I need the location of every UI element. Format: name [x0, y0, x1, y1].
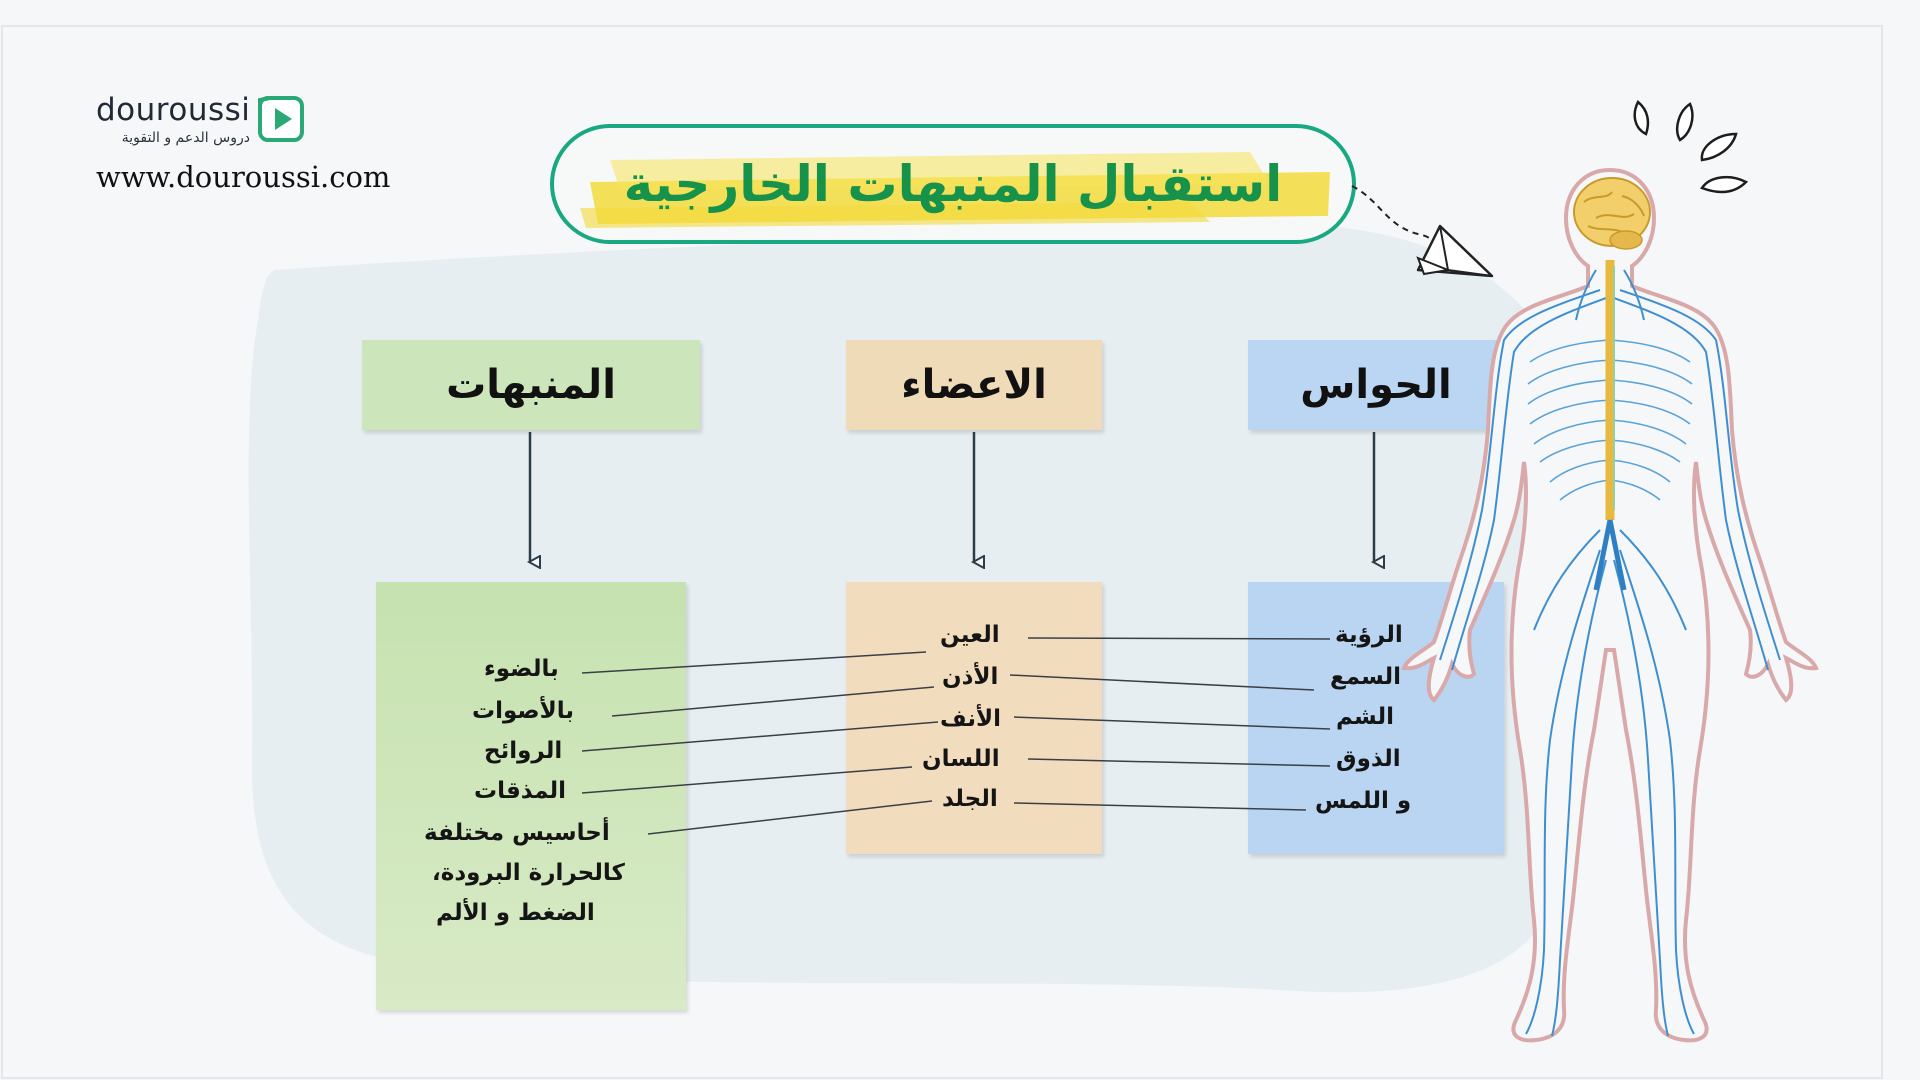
line-eye-light — [581, 651, 927, 674]
organ-item: الأنف — [940, 706, 1002, 732]
nervous-system-illustration — [1401, 100, 1819, 1043]
limb-nerves — [1439, 269, 1781, 1037]
title-highlight — [580, 152, 1330, 228]
line-ear-sounds — [611, 686, 935, 717]
stimuli-heading: المنبهات — [446, 362, 616, 408]
brand-tagline: دروس الدعم و التقوية — [121, 130, 250, 146]
organs-header-box: الاعضاء — [846, 340, 1102, 430]
line-eye-sight — [1027, 637, 1331, 640]
header-arrows — [530, 432, 1374, 562]
line-ear-hearing — [1009, 674, 1315, 691]
sense-item: السمع — [1330, 664, 1402, 690]
match-lines — [581, 637, 1331, 835]
organ-item: العين — [940, 622, 1000, 648]
sense-item: و اللمس — [1315, 788, 1412, 814]
sound-marks-icon — [1633, 100, 1749, 194]
brand-name: douroussi — [96, 92, 251, 128]
senses-header-box: الحواس — [1248, 340, 1504, 430]
brain-icon — [1573, 177, 1651, 250]
line-nose-odors — [581, 721, 939, 752]
line-skin-sensations — [647, 800, 933, 835]
title-pill: استقبال المنبهات الخارجية — [550, 124, 1356, 244]
line-tongue-tastes — [581, 766, 913, 794]
organ-item: الجلد — [942, 786, 998, 812]
brand-logo[interactable]: douroussi دروس الدعم و التقوية — [96, 92, 326, 152]
line-tongue-taste — [1027, 758, 1331, 767]
play-icon — [258, 96, 304, 142]
page-title: استقبال المنبهات الخارجية — [623, 155, 1283, 213]
stimuli-content-box — [376, 582, 686, 1010]
line-skin-touch — [1013, 802, 1307, 811]
sense-item: الذوق — [1336, 746, 1401, 772]
spinal-nerve-roots — [1593, 519, 1627, 591]
rib-nerves — [1527, 339, 1693, 501]
site-url[interactable]: www.douroussi.com — [96, 160, 391, 194]
stimulus-item: بالأصوات — [472, 698, 575, 724]
stimulus-item: أحاسيس مختلفة — [424, 820, 610, 846]
organ-item: اللسان — [922, 746, 1000, 772]
stimuli-header-box: المنبهات — [362, 340, 700, 430]
sense-item: الرؤية — [1335, 622, 1403, 648]
sense-item: الشم — [1336, 704, 1394, 730]
line-nose-smell — [1013, 716, 1331, 730]
stimulus-item: المذقات — [474, 778, 567, 804]
stimulus-item: الضغط و الألم — [436, 900, 595, 926]
stimulus-item: الروائح — [484, 738, 563, 764]
body-outline — [1401, 167, 1819, 1043]
stimulus-item: بالضوء — [484, 656, 559, 682]
organs-heading: الاعضاء — [901, 362, 1047, 408]
stimulus-item: كالحرارة البرودة، — [432, 860, 625, 886]
senses-heading: الحواس — [1300, 362, 1452, 408]
organ-item: الأذن — [942, 664, 999, 690]
